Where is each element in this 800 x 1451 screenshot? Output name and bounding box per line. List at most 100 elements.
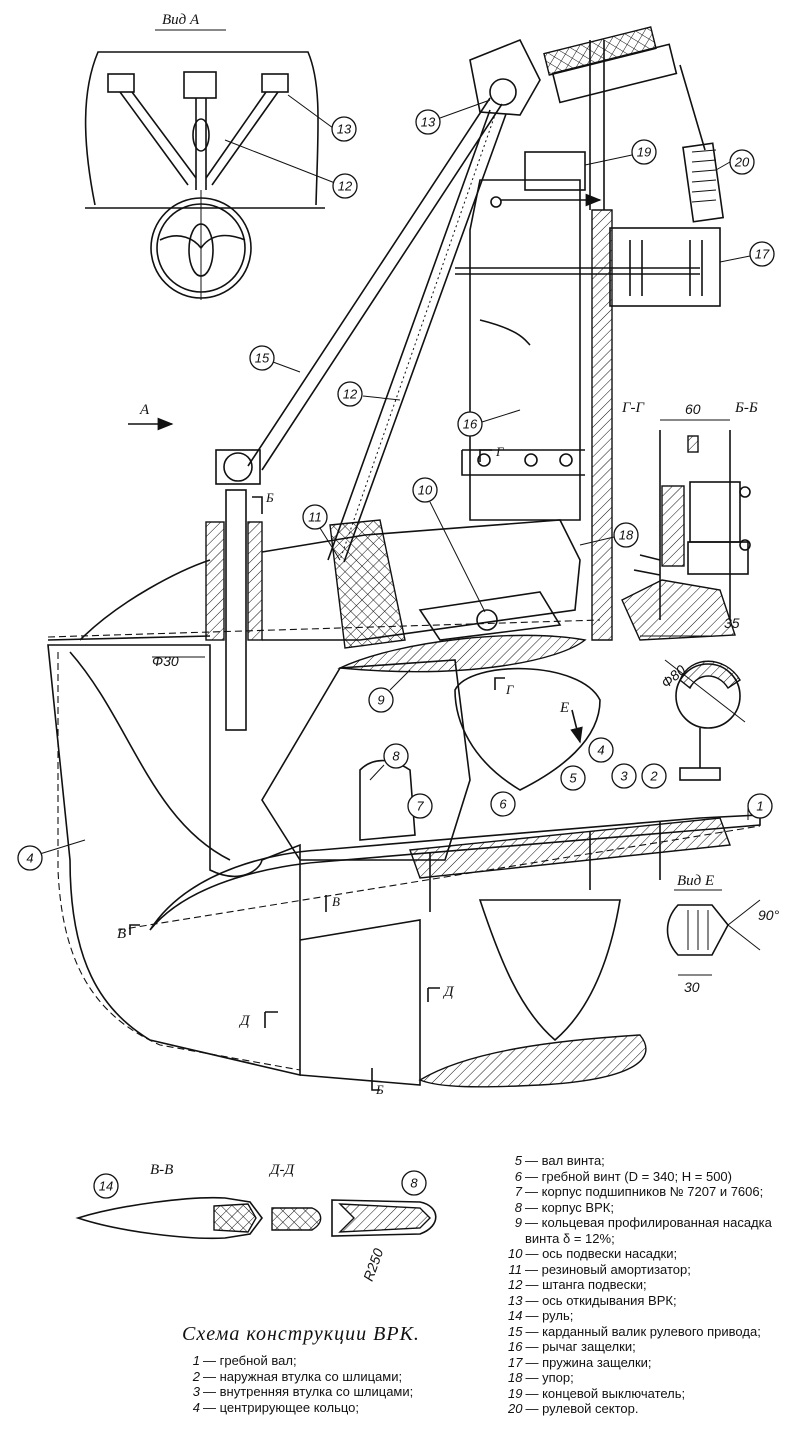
legend-num: 5: [514, 1153, 522, 1168]
callout-20-text: 20: [734, 155, 750, 170]
section-v-v-and-d-d: В-В Д-Д R250: [75, 1162, 437, 1283]
legend-text: — рулевой сектор.: [525, 1401, 639, 1416]
callout-15: [249, 345, 275, 371]
legend-left: 1— гребной вал; 2— наружная втулка со шл…: [186, 1353, 448, 1415]
legend-item-9: 9— кольцевая профилированная насадка вин…: [508, 1215, 796, 1246]
legend-num: 6: [514, 1168, 522, 1184]
legend-item-18: 18— упор;: [508, 1370, 796, 1386]
callout-10-text: 10: [418, 483, 433, 498]
callout-16: [457, 411, 483, 437]
cut-b2-label: Б: [375, 1082, 384, 1097]
legend-num: 15: [508, 1323, 523, 1339]
legend-num: 17: [508, 1354, 523, 1370]
legend-text: — кольцевая профилированная насадка винт…: [525, 1215, 772, 1246]
callout-4b-text: 4: [597, 743, 604, 758]
legend-num: 19: [508, 1385, 523, 1401]
callout-8-text: 8: [392, 749, 400, 764]
legend-num: 4: [192, 1399, 200, 1415]
caption-title: Схема конструкции ВРК.: [182, 1323, 420, 1345]
legend-item-8: 8— корпус ВРК;: [508, 1200, 796, 1216]
legend-text: — вал винта;: [525, 1153, 605, 1168]
legend-text: — пружина защелки;: [525, 1354, 652, 1370]
callout-19: [631, 139, 657, 165]
callout-13-text: 13: [421, 115, 436, 130]
callout-8: [383, 743, 409, 769]
legend-item-17: 17— пружина защелки;: [508, 1355, 796, 1371]
legend-text: — гребной вал;: [203, 1353, 297, 1368]
legend-num: 3: [192, 1384, 200, 1399]
legend-num: 10: [508, 1246, 523, 1261]
legend-num: 12: [508, 1277, 523, 1292]
legend-item-14: 14— руль;: [508, 1308, 796, 1324]
legend-text: — резиновый амортизатор;: [525, 1261, 691, 1277]
dim-90deg: 90°: [758, 907, 780, 923]
legend-text: — ось откидывания ВРК;: [525, 1292, 677, 1308]
dim-d30: Ф30: [152, 653, 179, 669]
legend-num: 2: [192, 1368, 200, 1384]
legend-text: — карданный валик рулевого привода;: [525, 1323, 761, 1339]
arrow-a-label: А: [139, 402, 150, 418]
dim-d80: Ф80: [658, 661, 689, 691]
dim-r250: R250: [360, 1246, 387, 1283]
section-g-g-and-b-b: Г-Г Б-Б 60 35 Ф80: [621, 400, 758, 781]
cut-v-label: В: [117, 926, 126, 942]
callout-1: [747, 793, 773, 819]
legend-text: — наружная втулка со шлицами;: [203, 1368, 403, 1384]
callout-3: [611, 763, 637, 789]
legend-num: 7: [514, 1184, 522, 1199]
legend-text: — упор;: [525, 1370, 574, 1385]
legend-item-3: 3— внутренняя втулка со шлицами;: [186, 1384, 448, 1400]
legend-item-6: 6— гребной винт (D = 340; H = 500): [508, 1169, 796, 1185]
callout-5: [560, 765, 586, 791]
view-a-label: Вид А: [162, 12, 200, 28]
callout-13: [415, 109, 441, 135]
callout-3-text: 3: [620, 769, 628, 784]
main-assembly: А Б Б Г Г В В Д Д Е Ф30: [47, 26, 761, 1097]
callout-4: [17, 845, 43, 871]
callout-7: [407, 793, 433, 819]
legend-num: 11: [508, 1261, 523, 1277]
callout-18: [613, 522, 639, 548]
legend-item-1: 1— гребной вал;: [186, 1353, 448, 1369]
view-a-inset: Вид А: [84, 12, 325, 300]
section-dd-label: Д-Д: [268, 1162, 296, 1178]
callout-12-text: 12: [343, 387, 358, 402]
legend-text: — руль;: [525, 1308, 574, 1323]
cut-e-label: Е: [559, 700, 569, 716]
legend-num: 14: [508, 1308, 523, 1323]
callout-12b-text: 12: [338, 179, 353, 194]
callout-7-text: 7: [416, 799, 424, 814]
callout-11: [302, 504, 328, 530]
legend-item-15: 15— карданный валик рулевого привода;: [508, 1324, 796, 1340]
cut-v2-label: В: [332, 894, 340, 909]
legend-text: — штанга подвески;: [525, 1277, 647, 1292]
callout-1-text: 1: [756, 799, 763, 814]
cut-d-label: Д: [238, 1013, 251, 1029]
legend-item-12: 12— штанга подвески;: [508, 1277, 796, 1293]
dim-60: 60: [685, 401, 701, 417]
legend-right: 5— вал винта; 6— гребной винт (D = 340; …: [508, 1153, 796, 1417]
legend-text: — ось подвески насадки;: [525, 1246, 678, 1261]
legend-text: — рычаг защелки;: [525, 1339, 636, 1354]
dim-30: 30: [684, 979, 700, 995]
cardan-shaft: [247, 97, 503, 471]
callout-9-text: 9: [377, 693, 384, 708]
section-gg-label: Г-Г: [621, 400, 646, 416]
callouts: 1 2 3 4 4 5 6 7 8 8 9 10 11 12: [17, 94, 775, 1199]
cut-b-label: Б: [265, 490, 274, 505]
callout-11-text: 11: [308, 510, 322, 525]
legend-num: 8: [514, 1199, 522, 1215]
view-e-label: Вид Е: [677, 873, 714, 889]
legend-num: 18: [508, 1370, 523, 1385]
section-bb-label: Б-Б: [734, 400, 758, 416]
legend-text: — корпус подшипников № 7207 и 7606;: [525, 1184, 764, 1199]
view-e-inset: Вид Е 90° 30: [666, 873, 780, 995]
callout-8b: [401, 1170, 427, 1196]
transom-plate: [591, 209, 613, 641]
rubber-damper: [329, 519, 406, 649]
legend-num: 13: [508, 1292, 523, 1308]
legend-num: 16: [508, 1339, 523, 1354]
legend-num: 1: [192, 1353, 200, 1368]
callout-20: [729, 149, 755, 175]
legend-num: 20: [508, 1401, 523, 1416]
